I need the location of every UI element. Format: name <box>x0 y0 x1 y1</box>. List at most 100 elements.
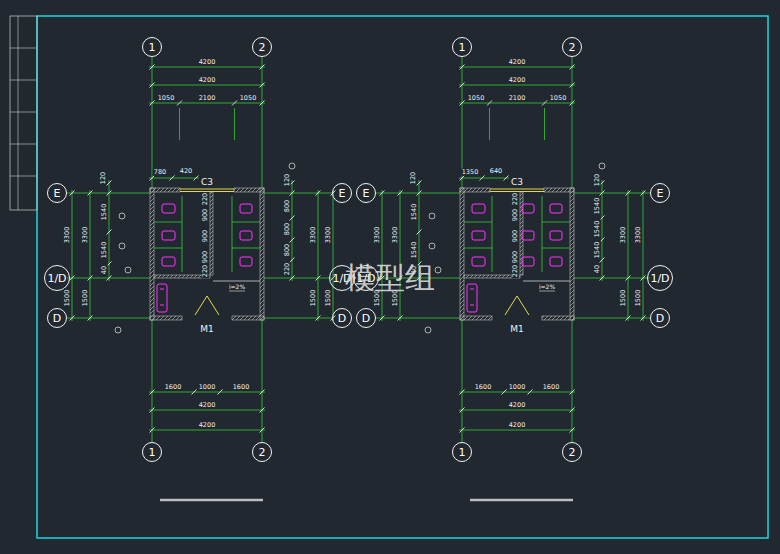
axis-label: 2 <box>259 447 266 458</box>
small-circle <box>125 267 131 273</box>
drawing-line <box>232 248 260 249</box>
axis-bubble: 1/D <box>44 265 70 291</box>
dimension-text: 800 <box>284 222 291 236</box>
axis-bubble: D <box>332 308 352 328</box>
drawing-line <box>542 222 570 223</box>
drawing-line <box>459 85 575 86</box>
drawing-line <box>459 103 575 104</box>
axis-label: D <box>656 313 664 324</box>
drawing-line <box>149 410 265 411</box>
dimension-text: 1050 <box>239 95 258 102</box>
drawing-line <box>600 181 605 186</box>
axis-bubble: D <box>650 308 670 328</box>
toilet-symbol <box>467 284 477 312</box>
drawing-line <box>487 101 492 106</box>
dimension-text: 4200 <box>198 77 217 84</box>
drawing-line <box>460 390 465 395</box>
dimension-text: 1540 <box>101 241 108 260</box>
drawing-line <box>464 222 492 223</box>
drawing-line <box>107 181 112 186</box>
dimension-text: 120 <box>594 173 601 187</box>
dimension-text: 1600 <box>474 384 493 391</box>
axis-label: E <box>657 188 664 199</box>
drawing-line <box>460 65 465 70</box>
drawing-line <box>542 101 547 106</box>
drawing-line <box>264 193 332 194</box>
toilet-symbol <box>550 257 562 266</box>
wall <box>210 192 213 275</box>
drawing-line <box>180 189 234 190</box>
drawing-line <box>10 48 37 49</box>
drawing-line <box>460 428 465 433</box>
drawing-line <box>626 191 631 196</box>
axis-label: E <box>363 188 370 199</box>
drawing-line <box>542 248 570 249</box>
drawing-line <box>382 190 383 321</box>
dimension-text: 1540 <box>411 203 418 222</box>
drawing-line <box>626 316 631 321</box>
drawing-line <box>574 318 650 319</box>
drawing-line <box>570 83 575 88</box>
dimension-text: 3300 <box>620 226 627 245</box>
door-symbol <box>505 296 529 315</box>
drawing-line <box>107 262 112 267</box>
drawing-line <box>149 392 265 393</box>
small-circle <box>425 327 431 333</box>
drawing-line <box>218 390 223 395</box>
drawing-line <box>398 316 403 321</box>
drawing-line <box>417 230 422 235</box>
dimension-text: 220 <box>202 192 209 206</box>
drawing-line <box>626 276 631 281</box>
drawing-line <box>574 278 650 279</box>
dimension-text: 4200 <box>508 77 527 84</box>
drawing-line <box>72 190 73 321</box>
drawing-line <box>229 291 245 292</box>
axis-label: E <box>54 188 61 199</box>
drawing-line <box>154 248 182 249</box>
door-tag: M1 <box>509 325 525 334</box>
drawing-line <box>470 499 573 502</box>
drawing-line <box>316 316 321 321</box>
dimension-text: 1350 <box>461 169 480 176</box>
drawing-line <box>232 101 237 106</box>
drawing-line <box>470 305 474 306</box>
toilet-symbol <box>240 204 252 213</box>
drawing-line <box>232 222 260 223</box>
dimension-text: 900 <box>202 229 209 243</box>
drawing-line <box>10 144 37 145</box>
dimension-text: 3300 <box>392 226 399 245</box>
dimension-text: 900 <box>512 208 519 222</box>
dimension-text: 900 <box>512 229 519 243</box>
dimension-text: 1540 <box>411 241 418 260</box>
drawing-line <box>542 196 543 272</box>
axis-label: 1 <box>149 42 156 53</box>
drawing-line <box>489 108 490 140</box>
dimension-text: 900 <box>202 250 209 264</box>
toilet-symbol <box>162 231 175 240</box>
small-circle <box>599 163 605 169</box>
drawing-line <box>528 390 533 395</box>
drawing-line <box>380 191 385 196</box>
axis-bubble: E <box>332 183 352 203</box>
drawing-line <box>150 390 155 395</box>
dimension-text: 1600 <box>542 384 561 391</box>
axis-label: 1/D <box>650 273 669 284</box>
drawing-line <box>150 83 155 88</box>
small-circle <box>119 243 125 249</box>
axis-label: D <box>362 313 370 324</box>
wall <box>232 316 264 320</box>
toilet-symbol <box>550 231 562 240</box>
drawing-line <box>572 57 573 188</box>
drawing-line <box>641 191 646 196</box>
title-strip <box>10 16 37 210</box>
toilet-symbol <box>240 257 252 266</box>
axis-label: D <box>53 313 61 324</box>
drawing-line <box>459 430 575 431</box>
axis-bubble: 1 <box>452 442 472 462</box>
drawing-line <box>502 390 507 395</box>
drawing-line <box>149 103 265 104</box>
toilet-symbol <box>522 204 534 213</box>
slope-note: i=2% <box>538 284 556 290</box>
dimension-text: 900 <box>512 250 519 264</box>
small-circle <box>435 267 441 273</box>
